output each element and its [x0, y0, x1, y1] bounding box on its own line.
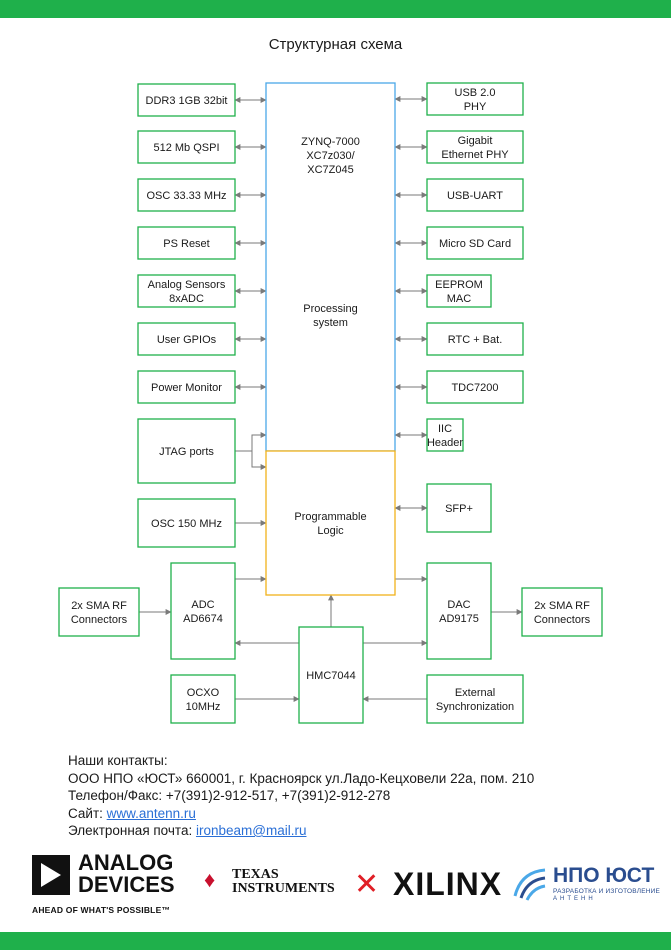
right-sfp-box	[426, 483, 492, 533]
email-link[interactable]: ironbeam@mail.ru	[195, 823, 307, 838]
xilinx-icon: ✕	[354, 868, 380, 901]
left-qspi-box	[137, 130, 236, 164]
left-ddr3-label: DDR3 1GB 32bit	[146, 95, 228, 107]
right-eeprom-box	[426, 274, 492, 308]
right-rtc-label: RTC + Bat.	[448, 334, 503, 346]
programmable-logic-box	[265, 450, 396, 596]
left-qspi-label: 512 Mb QSPI	[153, 142, 219, 154]
left-gpio-label: User GPIOs	[157, 334, 217, 346]
xilinx-logo-text: XILINX	[393, 866, 503, 902]
sma-left-box	[58, 587, 140, 637]
phone-fax: Телефон/Факс: +7(391)2-912-517, +7(391)2…	[68, 788, 391, 803]
npo-yust-subtitle-antenn: АНТЕНН	[553, 896, 596, 902]
email-row: Электронная почта: ironbeam@mail.ru	[68, 822, 534, 840]
left-jtag-label: JTAG ports	[159, 446, 214, 458]
left-power-box	[137, 370, 236, 404]
right-gige-box	[426, 130, 524, 164]
adc-box	[170, 562, 236, 660]
right-tdc-box	[426, 370, 524, 404]
left-psreset-label: PS Reset	[163, 238, 209, 250]
website-link[interactable]: www.antenn.ru	[106, 805, 196, 821]
texas-instruments-logo-text: TEXAS INSTRUMENTS	[232, 867, 335, 896]
analog-devices-logo-text: ANALOG DEVICES	[78, 850, 175, 897]
processing-system-box	[265, 82, 396, 452]
left-ddr3-box	[137, 83, 236, 117]
website-row: Сайт: www.antenn.ru	[68, 805, 534, 823]
right-usb20-box	[426, 82, 524, 116]
left-jtag-box	[137, 418, 236, 484]
right-usbuart-label: USB-UART	[447, 190, 503, 202]
left-psreset-box	[137, 226, 236, 260]
left-osc33-box	[137, 178, 236, 212]
left-analog-box	[137, 274, 236, 308]
analog-devices-tagline: AHEAD OF WHAT'S POSSIBLE™	[32, 905, 171, 915]
email-label: Электронная почта:	[68, 823, 196, 838]
right-usbuart-box	[426, 178, 524, 212]
hmc7044-label: HMC7044	[306, 670, 356, 682]
left-osc150-box	[137, 498, 236, 548]
page-title: Структурная схема	[268, 36, 403, 53]
right-sd-box	[426, 226, 524, 260]
website-label: Сайт:	[68, 805, 107, 821]
dac-box	[426, 562, 492, 660]
right-sfp-label: SFP+	[445, 503, 473, 515]
top-accent-bar	[0, 0, 671, 18]
right-tdc-label: TDC7200	[451, 382, 498, 394]
right-rtc-box	[426, 322, 524, 356]
left-osc33-label: OSC 33.33 MHz	[146, 190, 226, 202]
right-iic-box	[426, 418, 464, 452]
analog-devices-logo-mark	[32, 855, 70, 895]
company-address: ООО НПО «ЮСТ» 660001, г. Красноярск ул.Л…	[68, 770, 535, 786]
ocxo-box	[170, 674, 236, 724]
right-sd-label: Micro SD Card	[439, 238, 511, 250]
bottom-accent-bar	[0, 932, 671, 950]
npo-yust-subtitle: РАЗРАБОТКА И ИЗГОТОВЛЕНИЕ	[553, 888, 661, 895]
contacts-block: Наши контакты: ООО НПО «ЮСТ» 660001, г. …	[68, 752, 534, 840]
npo-yust-icon	[513, 868, 546, 901]
left-gpio-box	[137, 322, 236, 356]
jtag-to-pl-arrow	[251, 451, 267, 470]
jtag-to-ps-arrow	[235, 432, 267, 452]
sma-right-box	[521, 587, 603, 637]
left-power-label: Power Monitor	[151, 382, 222, 394]
texas-instruments-icon: ♦	[204, 867, 216, 892]
contacts-heading: Наши контакты:	[68, 753, 168, 768]
npo-yust-logo-text: НПО ЮСТ	[553, 864, 655, 887]
hmc7044-box	[298, 626, 364, 724]
ext-sync-box	[426, 674, 524, 724]
left-osc150-label: OSC 150 MHz	[151, 518, 222, 530]
